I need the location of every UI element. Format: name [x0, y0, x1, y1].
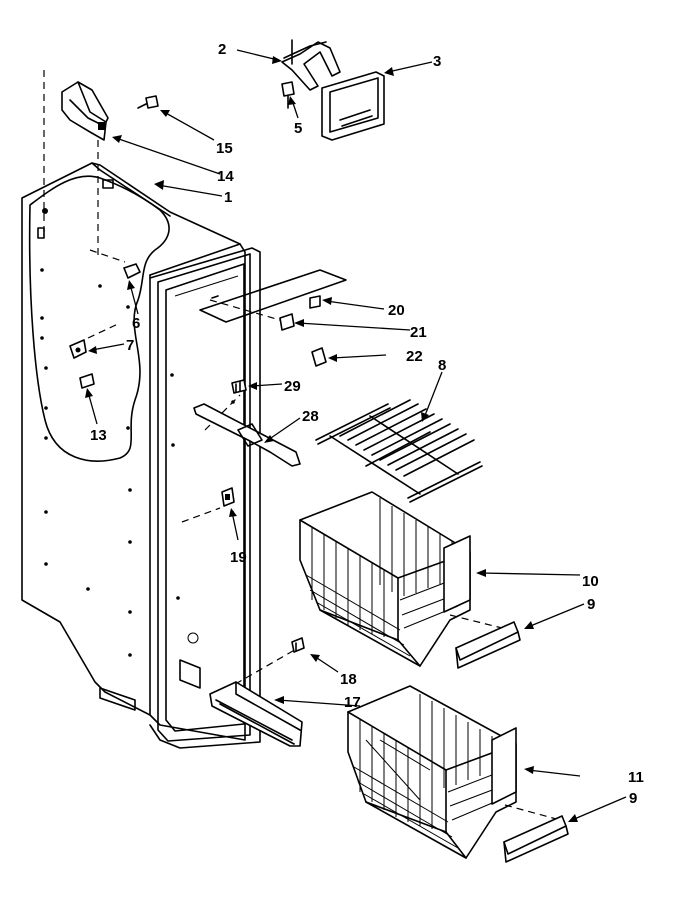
- callout-22: 22: [406, 348, 423, 365]
- part-14-bracket: [61, 81, 109, 141]
- basket-11-wires: [353, 694, 511, 849]
- part-28-rail: [193, 403, 301, 467]
- callout-arrows: [85, 49, 627, 822]
- part-6-clip: [123, 263, 141, 279]
- part-10-basket: [299, 491, 471, 667]
- part-3-cover: [321, 71, 385, 141]
- part-8-wire-shelf: [315, 399, 483, 503]
- callout-9-upper: 9: [587, 596, 595, 613]
- callout-9-lower: 9: [629, 790, 637, 807]
- callout-28: 28: [302, 408, 319, 425]
- callout-3: 3: [433, 53, 441, 70]
- callout-18: 18: [340, 671, 357, 688]
- callout-labels: 1 2 3 5 6 7 8 9 9 10 11 13 14 15 17 18 1…: [90, 41, 644, 807]
- part-19-clip: [221, 487, 235, 507]
- callout-7: 7: [126, 337, 134, 354]
- callout-21: 21: [410, 324, 427, 341]
- part-22-clip: [311, 347, 327, 367]
- callout-2: 2: [218, 41, 226, 58]
- part-13-clip: [79, 373, 95, 389]
- callout-1: 1: [224, 189, 232, 206]
- callout-10: 10: [582, 573, 599, 590]
- part-17-rail: [209, 681, 303, 747]
- assembly-lines: [43, 70, 561, 821]
- callout-29: 29: [284, 378, 301, 395]
- part-7-clip: [69, 339, 87, 359]
- callout-15: 15: [216, 140, 233, 157]
- freezer-liner: [21, 162, 261, 749]
- part-20-clip: [309, 295, 321, 309]
- part-29-screw: [231, 379, 247, 394]
- part-18-screw: [291, 637, 305, 653]
- part-11-basket: [347, 685, 517, 859]
- callout-19: 19: [230, 549, 247, 566]
- callout-5: 5: [294, 120, 302, 137]
- callout-8: 8: [438, 357, 446, 374]
- part-9-trim-lower: [503, 815, 569, 863]
- callout-17: 17: [344, 694, 361, 711]
- cover-plate: [199, 269, 347, 323]
- callout-6: 6: [132, 315, 140, 332]
- part-21-clip: [279, 313, 295, 331]
- callout-14: 14: [217, 168, 234, 185]
- callout-20: 20: [388, 302, 405, 319]
- liner-holes: [40, 208, 235, 657]
- part-2-bracket: [281, 39, 341, 91]
- callout-11: 11: [628, 769, 644, 786]
- callout-13: 13: [90, 427, 107, 444]
- part-15-screw: [137, 95, 159, 109]
- part-5-screw: [281, 81, 295, 109]
- part-9-trim-upper: [455, 621, 521, 669]
